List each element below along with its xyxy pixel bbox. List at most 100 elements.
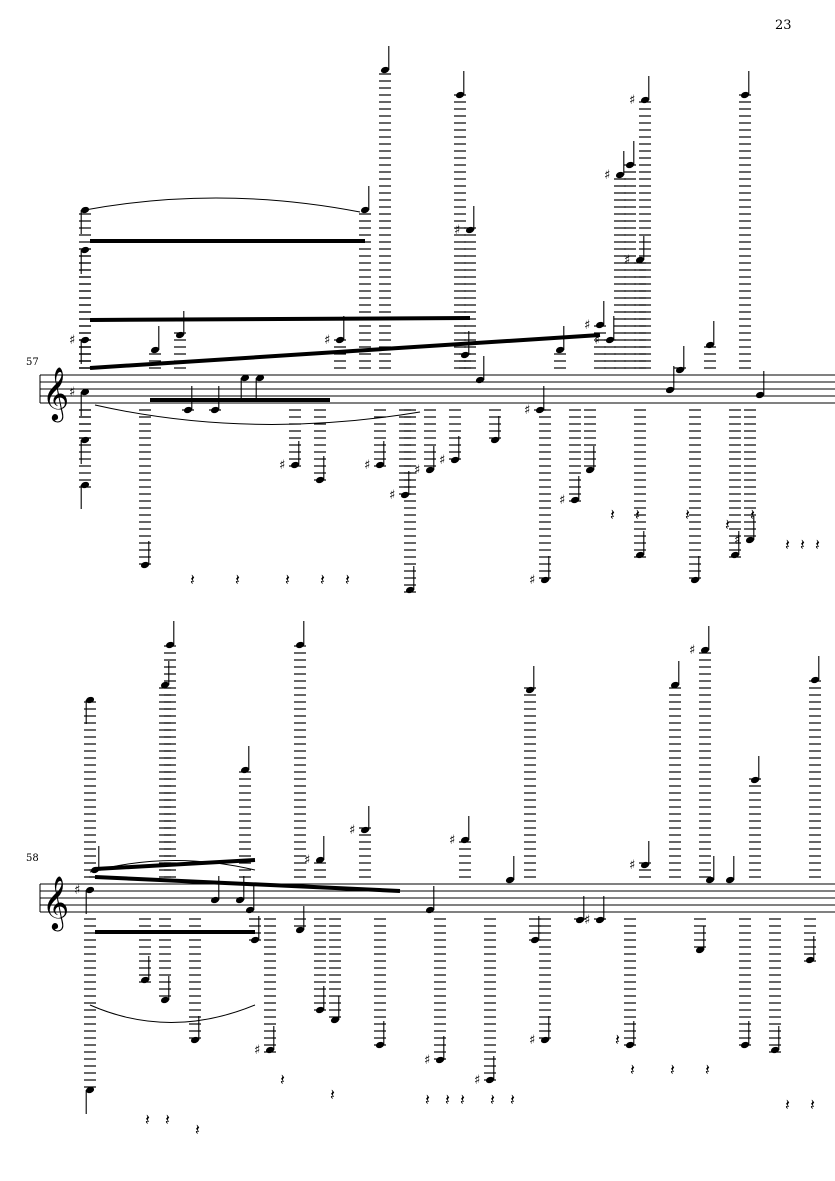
quarter-rest-icon: 𝄽 [670, 1060, 675, 1079]
sharp-icon: ♯ [254, 1043, 260, 1058]
notehead [725, 876, 735, 884]
quarter-rest-icon: 𝄽 [280, 1070, 285, 1089]
notehead [635, 551, 645, 559]
notehead [730, 551, 740, 559]
quarter-rest-icon: 𝄽 [235, 570, 240, 589]
beam [94, 875, 401, 893]
quarter-rest-icon: 𝄽 [345, 570, 350, 589]
quarter-rest-icon: 𝄽 [635, 505, 640, 524]
quarter-rest-icon: 𝄽 [190, 570, 195, 589]
notehead [210, 896, 220, 904]
notehead [460, 836, 470, 844]
notehead [485, 1076, 495, 1084]
quarter-rest-icon: 𝄽 [460, 1090, 465, 1109]
beam [94, 858, 256, 871]
notehead [505, 876, 515, 884]
notehead [295, 641, 305, 649]
sharp-icon: ♯ [449, 833, 455, 848]
notehead [525, 686, 535, 694]
quarter-rest-icon: 𝄽 [815, 535, 820, 554]
quarter-rest-icon: 𝄽 [810, 1095, 815, 1114]
notehead [85, 1086, 95, 1094]
beam [89, 333, 601, 370]
sharp-icon: ♯ [604, 168, 610, 183]
notehead [375, 1041, 385, 1049]
sharp-icon: ♯ [624, 253, 630, 268]
quarter-rest-icon: 𝄽 [785, 535, 790, 554]
sharp-icon: ♯ [529, 1033, 535, 1048]
notehead [315, 1006, 325, 1014]
notehead [335, 336, 345, 344]
quarter-rest-icon: 𝄽 [320, 570, 325, 589]
sharp-icon: ♯ [304, 853, 310, 868]
notehead [745, 536, 755, 544]
quarter-rest-icon: 𝄽 [165, 1110, 170, 1129]
sharp-icon: ♯ [584, 318, 590, 333]
notehead [245, 906, 255, 914]
notehead [670, 681, 680, 689]
notehead [360, 206, 370, 214]
notehead [295, 926, 305, 934]
notehead [435, 1056, 445, 1064]
quarter-rest-icon: 𝄽 [725, 515, 730, 534]
notehead [635, 256, 645, 264]
measure-number: 57 [26, 357, 39, 368]
notehead [750, 776, 760, 784]
measure-number: 58 [26, 853, 39, 864]
notehead [330, 1016, 340, 1024]
notehead [625, 161, 635, 169]
quarter-rest-icon: 𝄽 [195, 1120, 200, 1139]
notehead [705, 876, 715, 884]
notehead [240, 374, 250, 382]
notehead [183, 406, 193, 414]
quarter-rest-icon: 𝄽 [425, 1090, 430, 1109]
notehead [805, 956, 815, 964]
notehead [605, 336, 615, 344]
tie [84, 197, 361, 213]
notehead [80, 336, 90, 344]
notehead [85, 886, 95, 894]
sharp-icon: ♯ [324, 333, 330, 348]
quarter-rest-icon: 𝄽 [800, 535, 805, 554]
notehead [425, 906, 435, 914]
notehead [595, 916, 605, 924]
notehead [140, 561, 150, 569]
notehead [675, 366, 685, 374]
notehead [690, 576, 700, 584]
quarter-rest-icon: 𝄽 [705, 1060, 710, 1079]
notehead [755, 391, 765, 399]
notehead [700, 646, 710, 654]
sharp-icon: ♯ [559, 493, 565, 508]
sharp-icon: ♯ [529, 573, 535, 588]
sharp-icon: ♯ [629, 93, 635, 108]
notehead [570, 496, 580, 504]
sharp-icon: ♯ [69, 385, 75, 400]
notehead [290, 461, 300, 469]
notehead [240, 766, 250, 774]
sharp-icon: ♯ [69, 333, 75, 348]
notehead [175, 331, 185, 339]
notehead [165, 641, 175, 649]
notehead [140, 976, 150, 984]
sharp-icon: ♯ [279, 458, 285, 473]
notehead [150, 346, 160, 354]
notehead [490, 436, 500, 444]
notehead [810, 676, 820, 684]
notehead [595, 321, 605, 329]
beam [89, 316, 471, 322]
notehead [695, 946, 705, 954]
sharp-icon: ♯ [689, 643, 695, 658]
sharp-icon: ♯ [364, 458, 370, 473]
notehead [540, 576, 550, 584]
sharp-icon: ♯ [74, 883, 80, 898]
sharp-icon: ♯ [424, 1053, 430, 1068]
sharp-icon: ♯ [439, 453, 445, 468]
quarter-rest-icon: 𝄽 [630, 1060, 635, 1079]
notehead [85, 696, 95, 704]
notehead [615, 171, 625, 179]
notehead [555, 346, 565, 354]
notehead [455, 91, 465, 99]
notehead [235, 896, 245, 904]
notehead [250, 936, 260, 944]
page-number: 23 [775, 18, 792, 33]
